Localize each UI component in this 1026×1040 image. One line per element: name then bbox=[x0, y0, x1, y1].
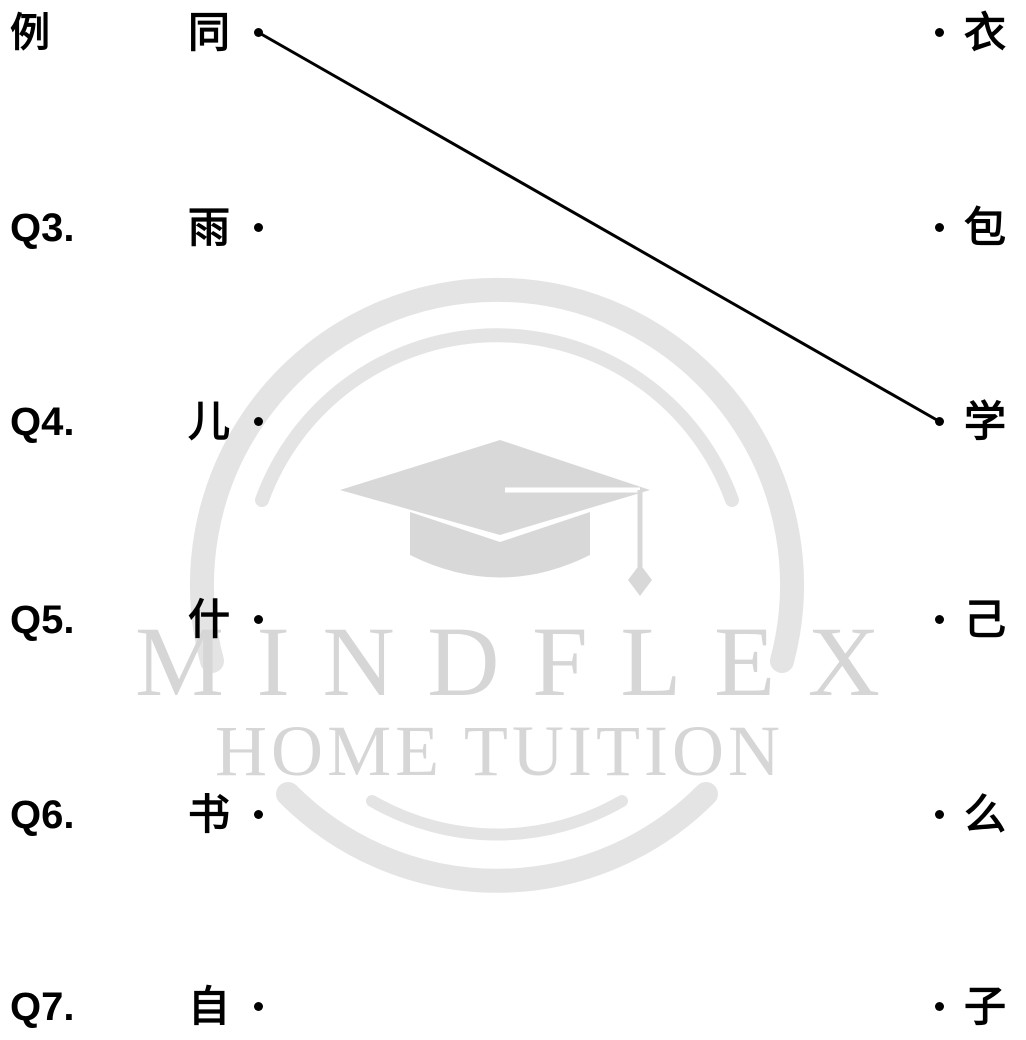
left-dot[interactable] bbox=[254, 417, 263, 426]
left-character: 同 bbox=[188, 8, 231, 57]
left-character: 自 bbox=[188, 982, 231, 1031]
right-dot[interactable] bbox=[935, 615, 944, 624]
right-dot[interactable] bbox=[935, 417, 944, 426]
right-character: 己 bbox=[964, 595, 1007, 644]
graduation-cap-icon bbox=[340, 440, 652, 596]
row-label: 例 bbox=[10, 11, 50, 55]
left-dot[interactable] bbox=[254, 615, 263, 624]
right-character: 么 bbox=[964, 790, 1007, 839]
left-character: 书 bbox=[188, 790, 231, 839]
row-label: Q5. bbox=[10, 598, 75, 642]
right-dot[interactable] bbox=[935, 28, 944, 37]
question-row: Q6. 书 么 bbox=[0, 790, 1026, 840]
bottom-outer-arc bbox=[276, 782, 718, 893]
watermark-subtitle: HOME TUITION bbox=[215, 711, 780, 791]
row-label: Q6. bbox=[10, 793, 75, 837]
left-dot[interactable] bbox=[254, 1002, 263, 1011]
right-character: 衣 bbox=[964, 8, 1007, 57]
row-label: Q4. bbox=[10, 400, 75, 444]
right-dot[interactable] bbox=[935, 223, 944, 232]
left-dot[interactable] bbox=[254, 223, 263, 232]
question-row: Q3. 雨 包 bbox=[0, 203, 1026, 253]
right-dot[interactable] bbox=[935, 1002, 944, 1011]
right-dot[interactable] bbox=[935, 810, 944, 819]
left-character: 什 bbox=[188, 595, 231, 644]
question-row: Q4. 儿 学 bbox=[0, 397, 1026, 447]
right-character: 子 bbox=[964, 982, 1007, 1031]
right-character: 学 bbox=[964, 397, 1007, 446]
question-row: Q7. 自 子 bbox=[0, 982, 1026, 1032]
left-character: 雨 bbox=[188, 203, 231, 252]
bottom-inner-arc bbox=[366, 795, 628, 841]
left-dot[interactable] bbox=[254, 810, 263, 819]
example-row: 例 同 衣 bbox=[0, 8, 1026, 58]
right-character: 包 bbox=[964, 203, 1007, 252]
question-row: Q5. 什 己 bbox=[0, 595, 1026, 645]
left-character: 儿 bbox=[188, 397, 231, 446]
row-label: Q3. bbox=[10, 206, 75, 250]
left-dot[interactable] bbox=[254, 28, 263, 37]
row-label: Q7. bbox=[10, 985, 75, 1029]
